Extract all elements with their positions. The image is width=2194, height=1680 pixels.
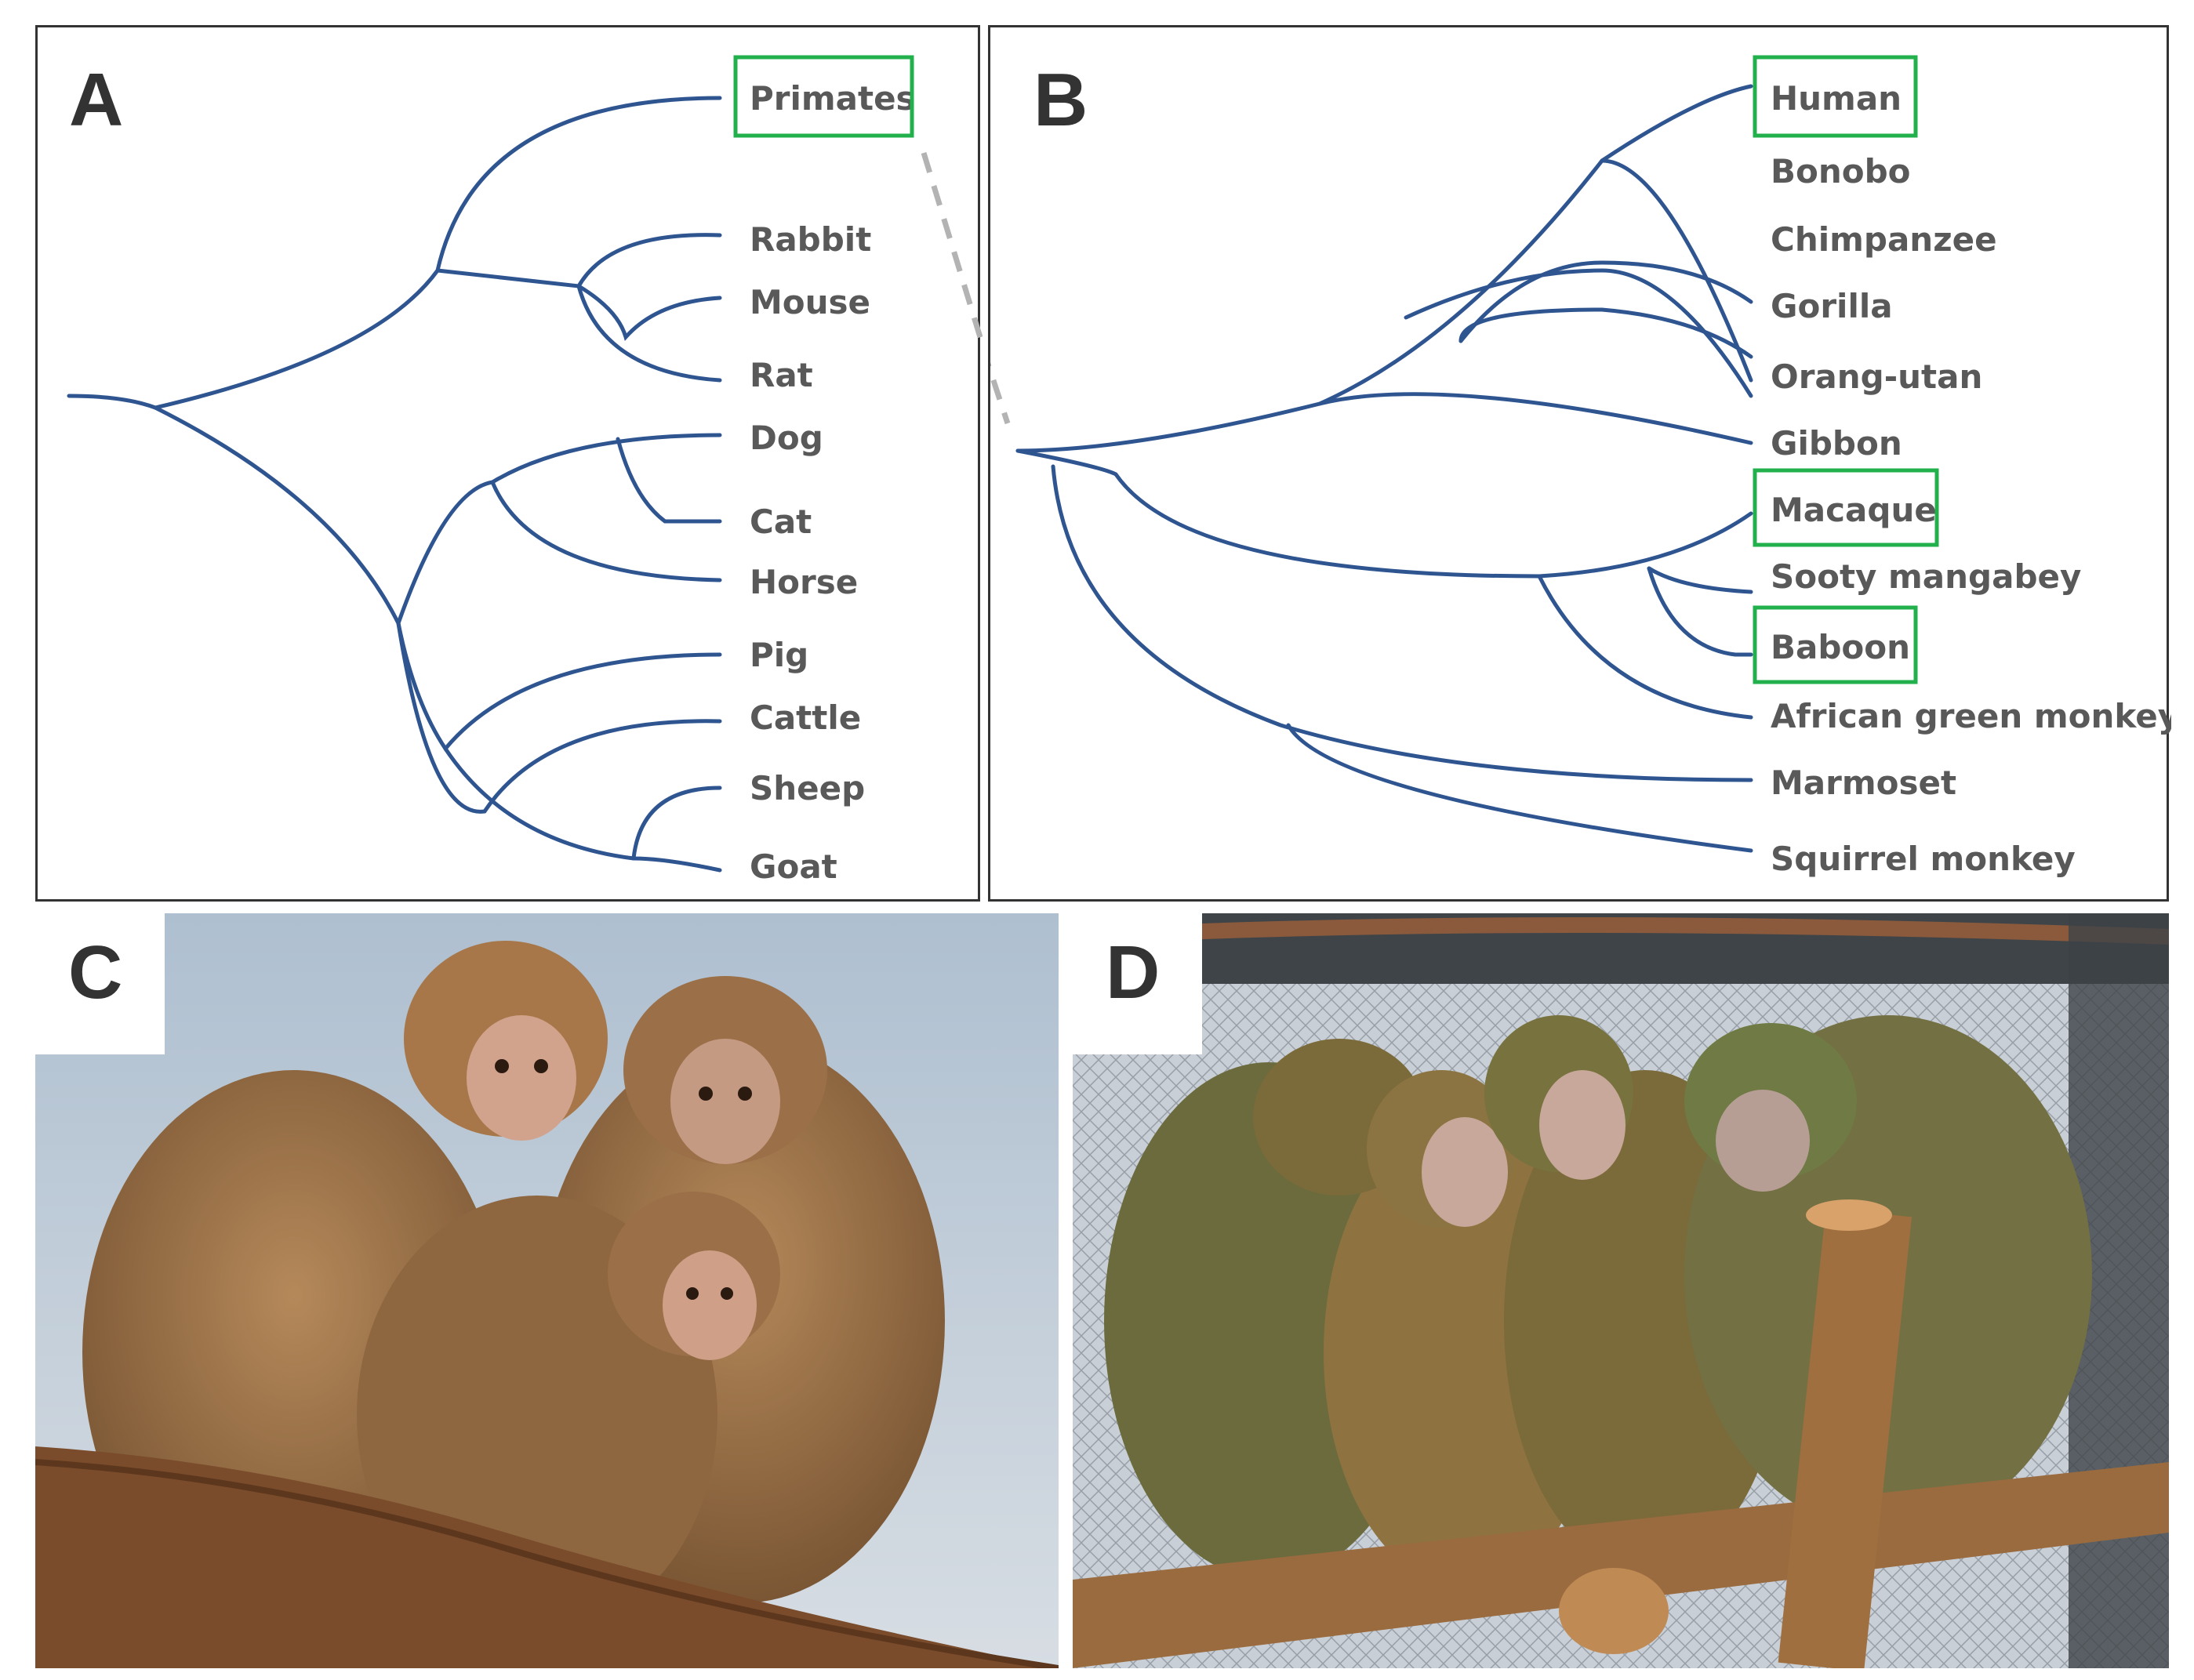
- leaf-label-gibbon: Gibbon: [1771, 424, 1902, 463]
- leaf-label-chimpanzee: Chimpanzee: [1771, 220, 1997, 259]
- macaques-illustration: [35, 913, 1059, 1668]
- leaf-label-sheep: Sheep: [750, 769, 865, 807]
- leaf-label-marmoset: Marmoset: [1771, 764, 1956, 802]
- leaf-label-cat: Cat: [750, 503, 812, 541]
- mammal-tree-branches: [67, 96, 722, 873]
- tree-branch: [35, 1446, 1059, 1668]
- leaf-label-sooty-mangabey: Sooty mangabey: [1771, 557, 2081, 596]
- zoom-connector-line: [921, 151, 983, 347]
- highlight-box-macaque: [1753, 468, 1939, 547]
- baboon-group: [1104, 1015, 2092, 1587]
- primate-leaf-labels: Human Bonobo Chimpanzee Gorilla Orang-ut…: [1771, 79, 2171, 878]
- panel-b-primate-tree: B Human Bonobo Chimpanzee Gorilla Orang-…: [988, 25, 2171, 902]
- panel-letter-d-box: D: [1073, 913, 1202, 1054]
- panel-letter-d: D: [1106, 931, 1161, 1014]
- panel-letter-a: A: [69, 58, 123, 142]
- panel-letter-c: C: [68, 931, 123, 1014]
- baboons-illustration: [1073, 913, 2169, 1668]
- leaf-label-pig: Pig: [750, 636, 808, 674]
- highlight-box-human: [1753, 55, 1918, 138]
- mammal-leaf-labels: Primates Rabbit Mouse Rat Dog Cat Horse …: [750, 79, 916, 886]
- photo-d-baboons: D: [1073, 913, 2169, 1668]
- leaf-label-bonobo: Bonobo: [1771, 152, 1911, 190]
- mammal-tree-svg: A Primates Rabbit Mouse Rat Dog Cat Hors…: [67, 55, 983, 886]
- photo-c-rhesus-macaques: C: [35, 913, 1059, 1668]
- panel-a-mammal-tree: A Primates Rabbit Mouse Rat Dog Cat Hors…: [35, 25, 983, 902]
- wooden-perch: [1073, 1199, 2169, 1668]
- leaf-label-dog: Dog: [750, 419, 823, 457]
- leaf-label-orang-utan: Orang-utan: [1771, 357, 1982, 396]
- panel-letter-b: B: [1033, 58, 1088, 142]
- leaf-label-baboon: Baboon: [1771, 628, 1910, 666]
- leaf-label-mouse: Mouse: [750, 283, 870, 321]
- leaf-label-rat: Rat: [750, 356, 813, 394]
- zoom-connector-line-continued: [990, 362, 1011, 425]
- highlight-box-primates: [733, 55, 914, 138]
- leaf-label-primates: Primates: [750, 79, 916, 118]
- leaf-label-human: Human: [1771, 79, 1902, 118]
- highlight-box-baboon: [1753, 605, 1918, 684]
- leaf-label-macaque: Macaque: [1771, 491, 1937, 529]
- leaf-label-horse: Horse: [750, 563, 858, 601]
- panel-letter-c-box: C: [35, 913, 165, 1054]
- leaf-label-goat: Goat: [750, 847, 837, 886]
- primate-tree-branches: [1015, 84, 1753, 853]
- leaf-label-rabbit: Rabbit: [750, 220, 871, 259]
- primate-tree-svg: B Human Bonobo Chimpanzee Gorilla Orang-…: [990, 55, 2171, 878]
- leaf-label-gorilla: Gorilla: [1771, 287, 1893, 325]
- leaf-label-african-green-monkey: African green monkey: [1771, 697, 2171, 735]
- leaf-label-squirrel-monkey: Squirrel monkey: [1771, 840, 2076, 878]
- leaf-label-cattle: Cattle: [750, 698, 861, 737]
